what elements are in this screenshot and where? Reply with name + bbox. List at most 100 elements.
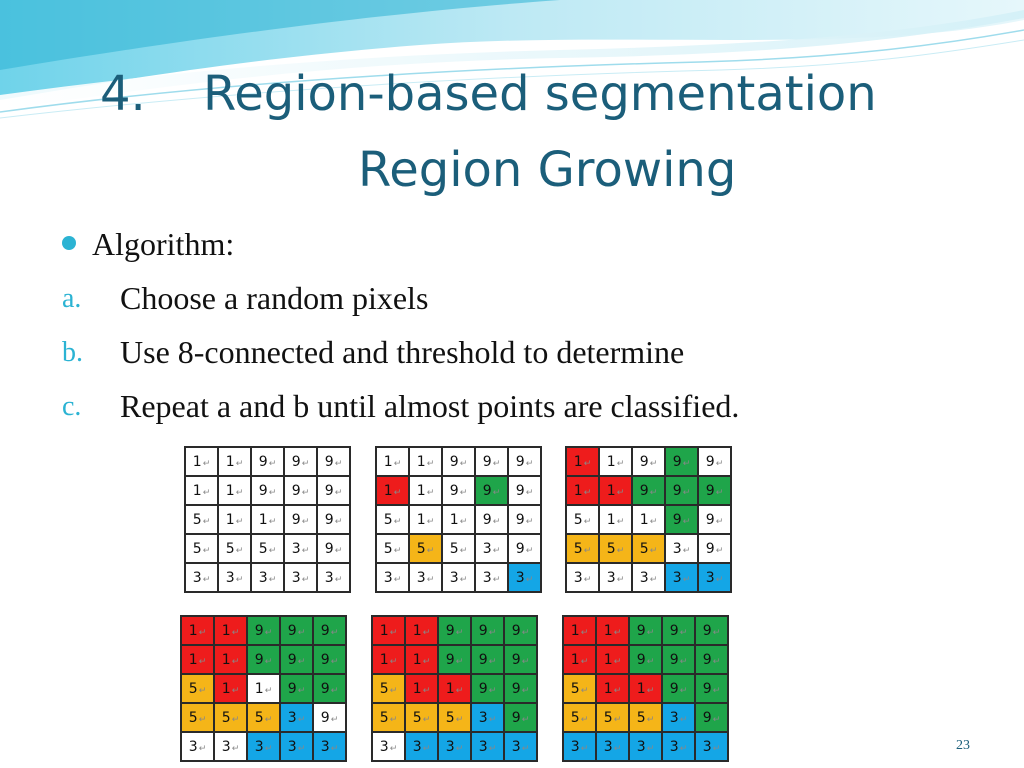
pixel-cell: 9 xyxy=(664,475,699,506)
page-number: 23 xyxy=(956,738,970,753)
pixel-cell: 3 xyxy=(595,731,630,762)
pixel-cell: 1 xyxy=(371,615,406,646)
title-text: Region-based segmentation xyxy=(203,66,877,122)
grid-row: 11999 xyxy=(565,475,732,506)
pixel-cell: 9 xyxy=(279,644,314,675)
pixel-cell: 3 xyxy=(312,731,347,762)
pixel-cell: 3 xyxy=(404,731,439,762)
pixel-cell: 3 xyxy=(664,562,699,593)
pixel-cell: 1 xyxy=(408,446,443,477)
grid-row: 55539 xyxy=(562,702,729,733)
pixel-cell: 9 xyxy=(503,673,538,704)
pixel-cell: 9 xyxy=(250,475,285,506)
pixel-cell: 5 xyxy=(565,504,600,535)
grid-row: 11999 xyxy=(562,615,729,646)
pixel-cell: 5 xyxy=(371,702,406,733)
pixel-cell: 9 xyxy=(631,446,666,477)
pixel-grid-table: 1199911999511995553933333 xyxy=(562,615,729,762)
grid-row: 11999 xyxy=(180,615,347,646)
pixel-cell: 3 xyxy=(316,562,351,593)
pixel-cell: 9 xyxy=(507,533,542,564)
pixel-cell: 3 xyxy=(565,562,600,593)
pixel-cell: 9 xyxy=(474,475,509,506)
pixel-cell: 3 xyxy=(628,731,663,762)
pixel-cell: 5 xyxy=(595,702,630,733)
pixel-cell: 1 xyxy=(595,644,630,675)
grid-row: 51199 xyxy=(565,504,732,535)
pixel-cell: 9 xyxy=(474,504,509,535)
pixel-cell: 1 xyxy=(217,504,252,535)
pixel-cell: 5 xyxy=(565,533,600,564)
pixel-cell: 5 xyxy=(437,702,472,733)
pixel-cell: 9 xyxy=(283,475,318,506)
pixel-cell: 1 xyxy=(404,615,439,646)
pixel-cell: 1 xyxy=(404,644,439,675)
pixel-cell: 9 xyxy=(470,644,505,675)
pixel-cell: 9 xyxy=(250,446,285,477)
pixel-cell: 3 xyxy=(180,731,215,762)
pixel-cell: 1 xyxy=(375,446,410,477)
pixel-cell: 9 xyxy=(503,615,538,646)
grid-row: 33333 xyxy=(180,731,347,762)
pixel-cell: 5 xyxy=(180,673,215,704)
pixel-cell: 9 xyxy=(441,446,476,477)
pixel-cell: 1 xyxy=(408,475,443,506)
pixel-cell: 9 xyxy=(503,644,538,675)
pixel-cell: 1 xyxy=(217,446,252,477)
pixel-cell: 9 xyxy=(631,475,666,506)
pixel-cell: 9 xyxy=(312,702,347,733)
bullet-heading: Algorithm: xyxy=(92,226,235,262)
pixel-cell: 9 xyxy=(697,475,732,506)
pixel-cell: 5 xyxy=(598,533,633,564)
pixel-cell: 3 xyxy=(562,731,597,762)
pixel-cell: 5 xyxy=(213,702,248,733)
pixel-cell: 9 xyxy=(283,446,318,477)
pixel-cell: 1 xyxy=(184,475,219,506)
pixel-cell: 5 xyxy=(184,504,219,535)
pixel-cell: 5 xyxy=(441,533,476,564)
pixel-cell: 5 xyxy=(375,504,410,535)
pixel-cell: 9 xyxy=(441,475,476,506)
pixel-cell: 3 xyxy=(631,562,666,593)
pixel-cell: 9 xyxy=(437,615,472,646)
pixel-cell: 9 xyxy=(694,615,729,646)
pixel-cell: 9 xyxy=(246,644,281,675)
pixel-cell: 5 xyxy=(184,533,219,564)
pixel-cell: 9 xyxy=(697,533,732,564)
pixel-cell: 3 xyxy=(507,562,542,593)
pixel-cell: 5 xyxy=(628,702,663,733)
pixel-cell: 1 xyxy=(562,644,597,675)
title-number: 4. xyxy=(100,66,146,122)
pixel-cell: 9 xyxy=(312,644,347,675)
pixel-cell: 3 xyxy=(371,731,406,762)
pixel-cell: 3 xyxy=(217,562,252,593)
pixel-cell: 3 xyxy=(470,702,505,733)
grid-row: 51199 xyxy=(375,504,542,535)
subtitle-text: Region Growing xyxy=(358,142,737,198)
pixel-cell: 1 xyxy=(404,673,439,704)
pixel-grid-step-1: 1199911999511995553933333 xyxy=(184,446,351,593)
pixel-cell: 5 xyxy=(404,702,439,733)
pixel-cell: 9 xyxy=(664,446,699,477)
pixel-cell: 5 xyxy=(631,533,666,564)
grid-row: 11999 xyxy=(180,644,347,675)
pixel-cell: 9 xyxy=(316,533,351,564)
grid-row: 33333 xyxy=(562,731,729,762)
pixel-cell: 9 xyxy=(694,644,729,675)
pixel-cell: 5 xyxy=(408,533,443,564)
pixel-cell: 9 xyxy=(507,446,542,477)
grid-row: 51199 xyxy=(371,673,538,704)
bullet-dot-icon xyxy=(62,236,76,250)
pixel-cell: 3 xyxy=(213,731,248,762)
pixel-grid-step-2: 1199911999511995553933333 xyxy=(375,446,542,593)
grid-row: 55539 xyxy=(565,533,732,564)
pixel-grid-table: 1199911999511995553933333 xyxy=(180,615,347,762)
grid-row: 55539 xyxy=(371,702,538,733)
pixel-cell: 9 xyxy=(661,615,696,646)
pixel-cell: 5 xyxy=(246,702,281,733)
pixel-grid-table: 1199911999511995553933333 xyxy=(371,615,538,762)
grid-row: 51199 xyxy=(562,673,729,704)
pixel-grid-step-4: 1199911999511995553933333 xyxy=(180,615,347,762)
step-text-b: Use 8-connected and threshold to determi… xyxy=(120,334,685,370)
pixel-cell: 3 xyxy=(697,562,732,593)
